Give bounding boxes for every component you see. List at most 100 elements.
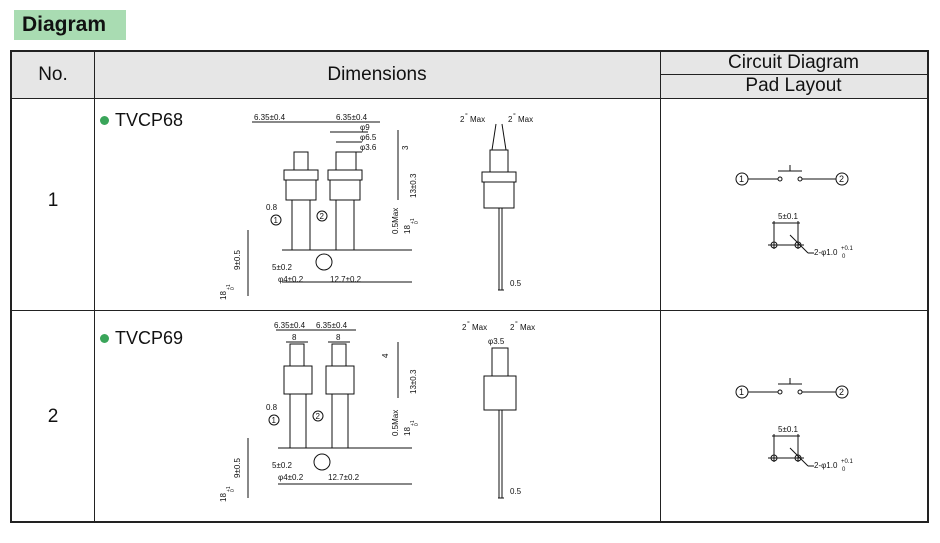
dim-dia-6-5: φ6.5 bbox=[360, 133, 377, 142]
pin-2-marker bbox=[316, 210, 328, 222]
table-header-background bbox=[12, 52, 927, 98]
tol-dn: 0 bbox=[230, 489, 236, 492]
column-divider bbox=[660, 52, 661, 521]
dim-w08: 0.8 bbox=[266, 403, 278, 412]
pin-2-marker bbox=[312, 410, 324, 422]
dim-h13: 13±0.3 bbox=[409, 369, 418, 394]
switch-collar bbox=[481, 171, 517, 183]
dim-max05: 0.5Max bbox=[391, 208, 400, 234]
tol-up: +1 bbox=[410, 420, 416, 426]
tol-dn: 0 bbox=[230, 287, 236, 290]
angle-line bbox=[501, 123, 507, 151]
diagram-table: No. Dimensions Circuit Diagram Pad Layou… bbox=[10, 50, 929, 523]
dim-hole4: φ4±0.2 bbox=[278, 275, 304, 284]
dim-len18-right: 18 bbox=[403, 427, 412, 436]
header-circuit-diagram: Circuit Diagram bbox=[728, 52, 859, 73]
dim-lead05: 0.5 bbox=[510, 279, 522, 288]
model-name: TVCP68 bbox=[115, 110, 184, 130]
dim-pitch-left: 6.35±0.4 bbox=[254, 113, 286, 122]
header-pad-layout: Pad Layout bbox=[745, 75, 842, 96]
switch-body bbox=[483, 181, 515, 209]
dim-pitch-right: 6.35±0.4 bbox=[316, 321, 348, 330]
dim-max: Max bbox=[518, 115, 533, 124]
circuit-pin-2: 2 bbox=[839, 387, 844, 397]
model-label: TVCP69 bbox=[100, 328, 183, 349]
pad-hole-spec: 2-φ1.0 bbox=[814, 461, 838, 470]
pin-2-marker bbox=[835, 172, 849, 186]
dim-dia3-5: φ3.5 bbox=[488, 337, 505, 346]
dim-span12-7: 12.7±0.2 bbox=[328, 473, 360, 482]
circuit-pin-1: 1 bbox=[739, 387, 744, 397]
circuit-pin-1: 1 bbox=[739, 174, 744, 184]
pin-1-marker bbox=[268, 414, 280, 426]
tolerance-labels: +1 0 +1 0 bbox=[226, 420, 420, 492]
dimension-drawing-side: 2 ° Max 2 ° Max φ3.5 0.5 bbox=[462, 320, 535, 499]
dim-len18-left: 18 bbox=[219, 291, 228, 300]
dim-angle-left: 2 bbox=[460, 115, 465, 124]
dim-max05: 0.5Max bbox=[391, 410, 400, 436]
column-divider bbox=[94, 52, 95, 521]
dim-dia-9: φ9 bbox=[360, 123, 370, 132]
actuator bbox=[491, 347, 509, 377]
tol-up: +1 bbox=[226, 284, 232, 290]
dim-angle-right: 2 bbox=[510, 323, 515, 332]
tol-dn: 0 bbox=[414, 221, 420, 224]
mounting-hole bbox=[313, 453, 331, 471]
leader-line bbox=[789, 234, 809, 254]
dim-max: Max bbox=[472, 323, 487, 332]
dim-angle-left: 2 bbox=[462, 323, 467, 332]
switch-body bbox=[329, 179, 361, 201]
bullet-icon bbox=[100, 116, 109, 125]
dim-h9: 9±0.5 bbox=[233, 249, 242, 270]
row-number: 2 bbox=[47, 406, 59, 427]
contact bbox=[777, 176, 783, 182]
pad-hole-tol-up: +0.1 bbox=[841, 246, 854, 252]
dim-angle-right: 2 bbox=[508, 115, 513, 124]
pad-hole-tol-dn: 0 bbox=[842, 467, 846, 473]
circuit-pin-2: 2 bbox=[839, 174, 844, 184]
angle-line bbox=[491, 123, 497, 151]
switch-body bbox=[285, 179, 317, 201]
pin-1-label: 1 bbox=[274, 216, 279, 225]
dim-h13: 13±0.3 bbox=[409, 173, 418, 198]
pad-hole-tol-up: +0.1 bbox=[841, 459, 854, 465]
dim-len18-left: 18 bbox=[219, 493, 228, 502]
degree-symbol: ° bbox=[515, 320, 518, 328]
pad-spacing: 5±0.1 bbox=[778, 425, 799, 434]
pin-1-label: 1 bbox=[272, 416, 277, 425]
actuator bbox=[489, 149, 509, 173]
pin-1-marker bbox=[270, 214, 282, 226]
tol-up: +1 bbox=[226, 486, 232, 492]
dim-lead05: 0.5 bbox=[510, 487, 522, 496]
dimension-drawing-side: 2 ° Max 2 ° Max 0.5 bbox=[460, 112, 533, 291]
pin-2-label: 2 bbox=[316, 412, 321, 421]
tol-dn: 0 bbox=[414, 423, 420, 426]
bullet-icon bbox=[100, 334, 109, 343]
pad-hole-spec: 2-φ1.0 bbox=[814, 248, 838, 257]
model-name: TVCP69 bbox=[115, 328, 184, 348]
row-divider bbox=[12, 310, 927, 311]
dimension-drawing-front: 6.35±0.4 6.35±0.4 8 8 4 13±0.3 0.5Max 18… bbox=[219, 321, 418, 502]
dim-spacing5: 5±0.2 bbox=[272, 263, 293, 272]
degree-symbol: ° bbox=[465, 112, 468, 120]
tol-up: +1 bbox=[410, 218, 416, 224]
dim-hole4: φ4±0.2 bbox=[278, 473, 304, 482]
pcb-outline bbox=[282, 249, 412, 283]
pcb-outline bbox=[278, 447, 412, 485]
switch-body bbox=[283, 365, 313, 395]
dim-span12-7: 12.7±0.2 bbox=[330, 275, 362, 284]
contact bbox=[797, 176, 803, 182]
dim-len18-right: 18 bbox=[403, 225, 412, 234]
model-label: TVCP68 bbox=[100, 110, 183, 131]
circuit-diagram: 1 2 5±0.1 2-φ1.0 +0.1 0 bbox=[735, 165, 854, 260]
mounting-hole bbox=[315, 253, 333, 271]
pad-spacing: 5±0.1 bbox=[778, 212, 799, 221]
switch-body bbox=[483, 375, 517, 411]
circuit-diagram: 1 2 5±0.1 2-φ1.0 +0.1 0 bbox=[735, 378, 854, 473]
contact bbox=[797, 389, 803, 395]
dim-pitch-left: 6.35±0.4 bbox=[274, 321, 306, 330]
dim-w8-left: 8 bbox=[292, 333, 297, 342]
dim-h3: 3 bbox=[401, 145, 410, 150]
dim-max: Max bbox=[470, 115, 485, 124]
leader-line bbox=[789, 447, 809, 467]
